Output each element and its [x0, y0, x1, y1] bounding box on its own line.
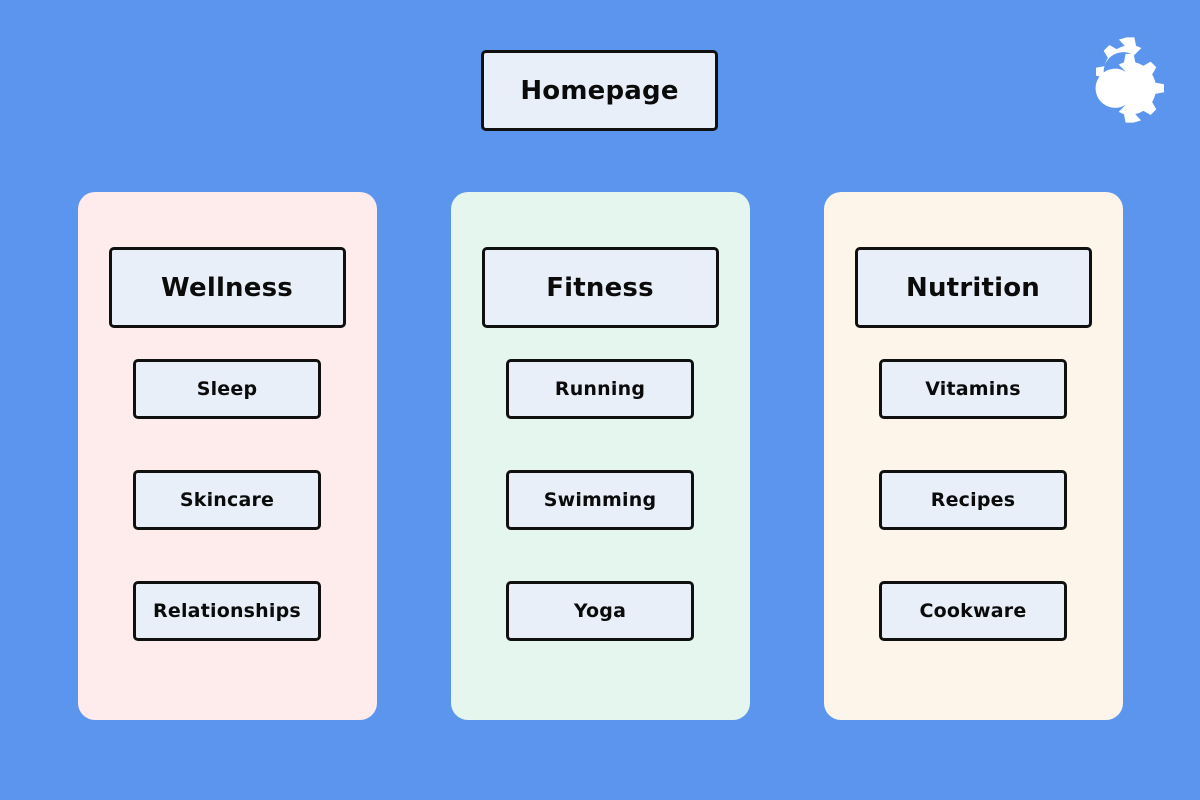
node-relationships[interactable]: Relationships — [133, 581, 321, 641]
panel-fitness: Fitness Running Swimming Yoga — [450, 192, 750, 720]
category-columns: Wellness Sleep Skincare Relationships Fi… — [0, 192, 1200, 720]
node-running[interactable]: Running — [506, 359, 694, 419]
node-wellness[interactable]: Wellness — [108, 247, 346, 328]
node-yoga[interactable]: Yoga — [506, 581, 694, 641]
interlocking-gears-icon — [1082, 32, 1178, 128]
node-homepage[interactable]: Homepage — [481, 50, 718, 131]
node-cookware[interactable]: Cookware — [879, 581, 1067, 641]
panel-wellness: Wellness Sleep Skincare Relationships — [77, 192, 377, 720]
node-nutrition[interactable]: Nutrition — [854, 247, 1092, 328]
node-skincare[interactable]: Skincare — [133, 470, 321, 530]
panel-nutrition: Nutrition Vitamins Recipes Cookware — [823, 192, 1123, 720]
node-recipes[interactable]: Recipes — [879, 470, 1067, 530]
node-fitness[interactable]: Fitness — [481, 247, 719, 328]
node-vitamins[interactable]: Vitamins — [879, 359, 1067, 419]
node-swimming[interactable]: Swimming — [506, 470, 694, 530]
node-sleep[interactable]: Sleep — [133, 359, 321, 419]
